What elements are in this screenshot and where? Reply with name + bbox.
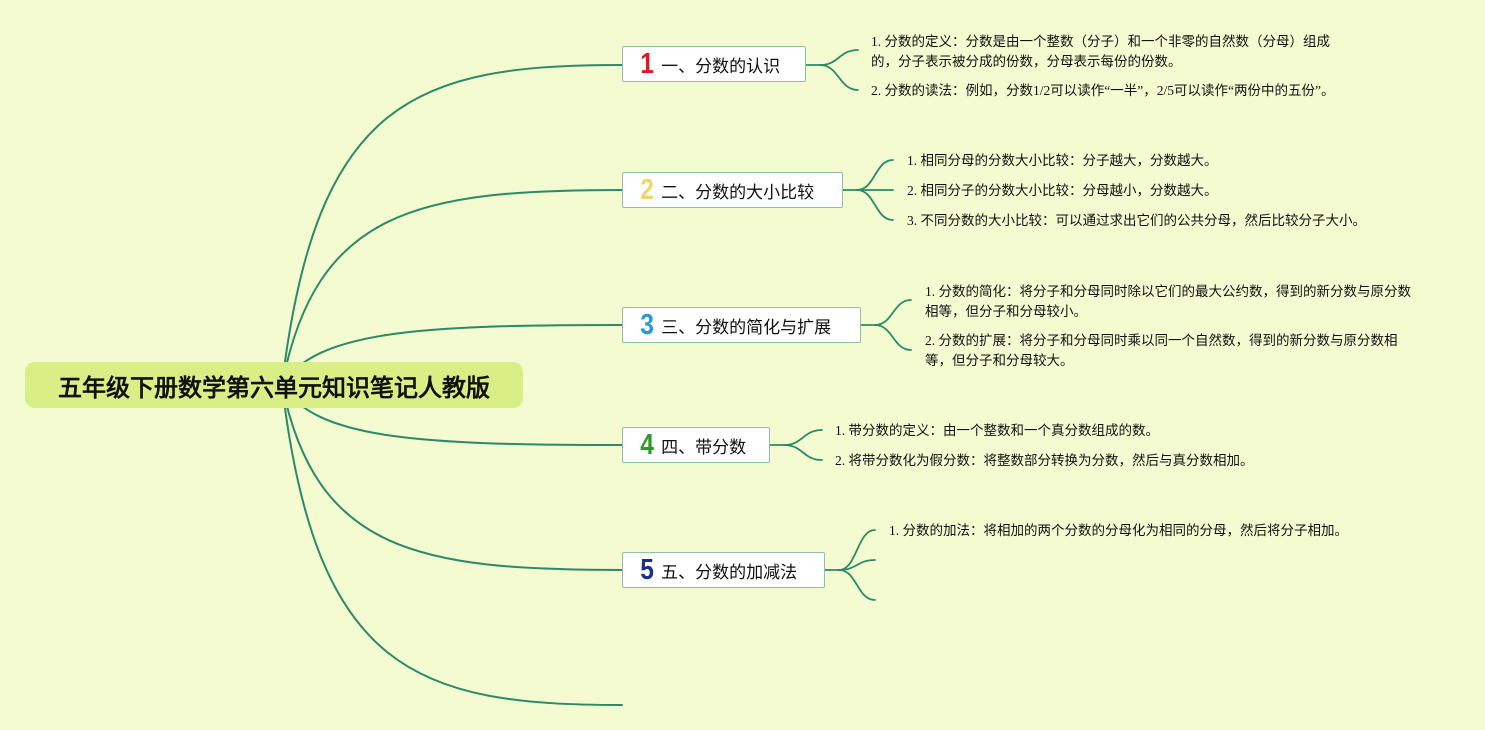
leaf-3-1[interactable]: 1. 分数的简化：将分子和分母同时除以它们的最大公约数，得到的新分数与原分数相等…	[925, 284, 1411, 319]
branch-connector-2	[281, 189, 623, 386]
branch-topic-2[interactable]: 2 二、分数的大小比较	[622, 172, 843, 208]
leaf-1-1[interactable]: 1. 分数的定义：分数是由一个整数（分子）和一个非零的自然数（分母）组成的，分子…	[871, 34, 1330, 69]
central-topic[interactable]: 五年级下册数学第六单元知识笔记人教版	[25, 362, 523, 408]
number-5-icon: 5	[640, 553, 654, 586]
branch-topic-5[interactable]: 5 五、分数的加减法	[622, 552, 825, 588]
branch-connector-5	[281, 384, 623, 571]
leaf-connector-4-1	[783, 429, 823, 446]
branch-label-1: 一、分数的认识	[661, 56, 781, 77]
leaf-3-2[interactable]: 2. 分数的扩展：将分子和分母同时乘以同一个自然数，得到的新分数与原分数相等，但…	[925, 333, 1398, 368]
leaf-connector-2-3	[856, 189, 894, 221]
leaf-1-2[interactable]: 2. 分数的读法：例如，分数1/2可以读作“一半”，2/5可以读作“两份中的五份…	[871, 83, 1335, 98]
leaf-4-2[interactable]: 2. 将带分数化为假分数：将整数部分转换为分数，然后与真分数相加。	[835, 453, 1254, 468]
number-2-icon: 2	[640, 173, 654, 206]
leaf-connector-5-3	[838, 569, 876, 601]
leaf-4-1[interactable]: 1. 带分数的定义：由一个整数和一个真分数组成的数。	[835, 423, 1159, 438]
branch-connector-1	[281, 64, 623, 386]
branch-label-5: 五、分数的加减法	[661, 562, 798, 583]
central-topic-label: 五年级下册数学第六单元知识笔记人教版	[58, 374, 490, 402]
number-4-icon: 4	[640, 428, 654, 461]
branch-topic-4[interactable]: 4 四、带分数	[622, 427, 770, 463]
branch-label-2: 二、分数的大小比较	[661, 182, 815, 203]
leaf-connector-2-1	[856, 159, 894, 191]
leaf-connector-4-2	[783, 444, 823, 461]
branch-topic-1[interactable]: 1 一、分数的认识	[622, 46, 806, 82]
leaf-2-1[interactable]: 1. 相同分母的分数大小比较：分子越大，分数越大。	[907, 153, 1218, 168]
branch-label-3: 三、分数的简化与扩展	[661, 317, 832, 338]
leaf-connector-3-2	[874, 324, 912, 351]
branch-topic-3[interactable]: 3 三、分数的简化与扩展	[622, 307, 861, 343]
leaf-5-1[interactable]: 1. 分数的加法：将相加的两个分数的分母化为相同的分母，然后将分子相加。	[889, 523, 1348, 538]
number-3-icon: 3	[640, 308, 654, 341]
leaf-2-2[interactable]: 2. 相同分子的分数大小比较：分母越小，分数越大。	[907, 183, 1218, 198]
number-1-icon: 1	[640, 47, 654, 80]
leaf-connector-1-2	[819, 64, 859, 91]
leaf-connector-1-1	[819, 49, 859, 66]
leaf-2-3[interactable]: 3. 不同分数的大小比较：可以通过求出它们的公共分母，然后比较分子大小。	[907, 213, 1366, 228]
leaf-connector-3-1	[874, 299, 912, 326]
branch-connector-6	[281, 384, 623, 706]
branch-label-4: 四、带分数	[661, 437, 747, 458]
